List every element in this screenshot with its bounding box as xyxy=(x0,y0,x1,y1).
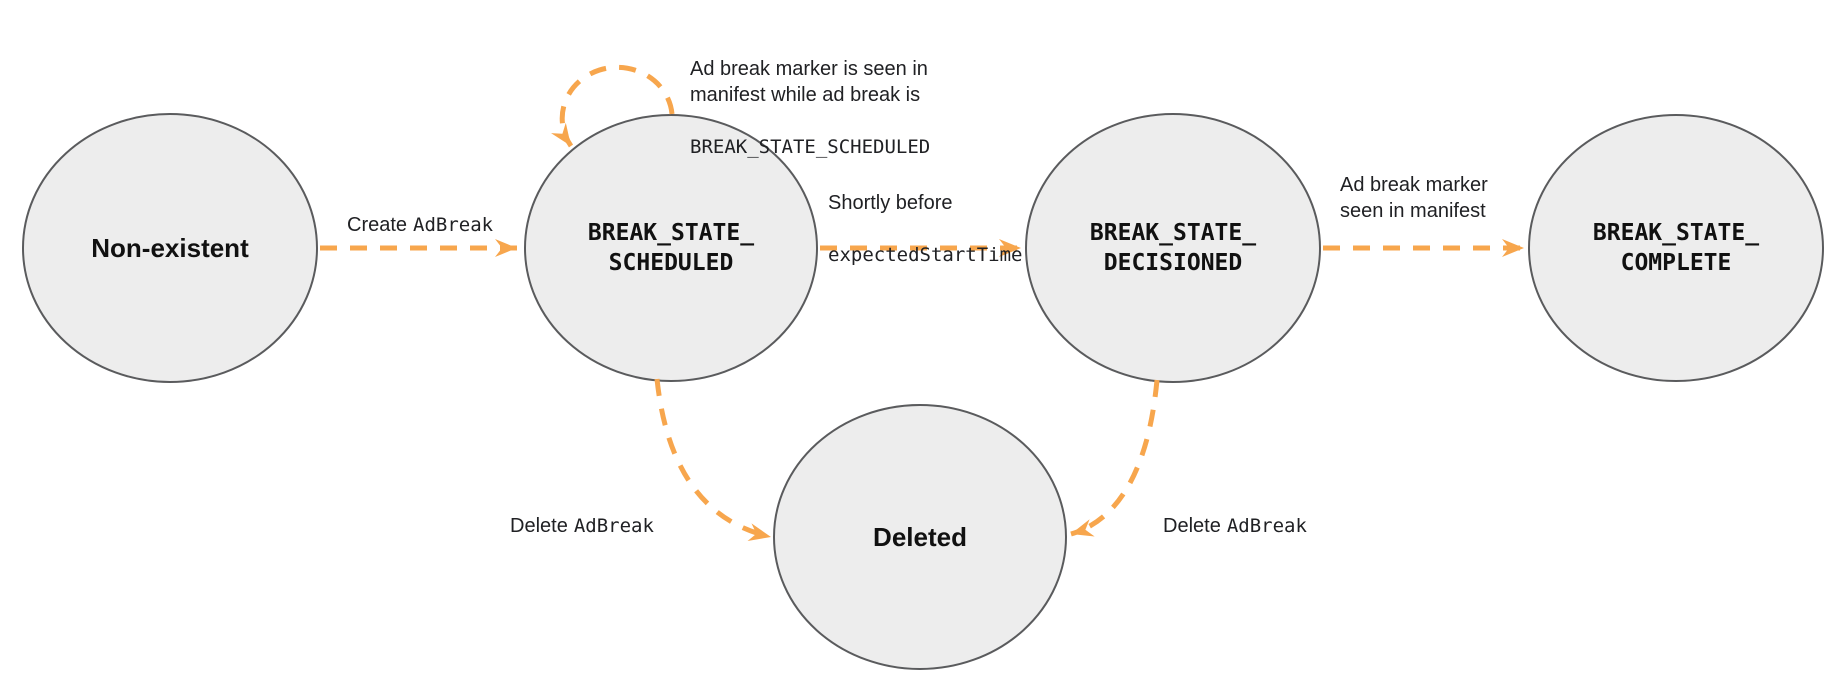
edge-label-create-text: Create xyxy=(347,214,408,236)
node-label-non-existent: Non-existent xyxy=(91,233,249,263)
node-label-decisioned: BREAK_STATE_ DECISIONED xyxy=(1089,220,1257,276)
edge-label-delete-left-code: AdBreak xyxy=(573,515,654,537)
node-label-complete: BREAK_STATE_ COMPLETE xyxy=(1592,220,1760,276)
node-non-existent-circle xyxy=(22,113,318,383)
edge-scheduled-to-deleted-arrow xyxy=(654,378,772,541)
edge-decisioned-to-deleted-arrow xyxy=(1070,379,1160,537)
node-label-scheduled: BREAK_STATE_ SCHEDULED xyxy=(587,220,755,276)
edge-label-decision-code: expectedStartTime xyxy=(828,244,1023,266)
edge-label-shortly-before: Shortly before expectedStartTime xyxy=(828,164,1022,294)
node-complete-circle xyxy=(1528,114,1824,382)
edge-label-self-loop: Ad break marker is seen in manifest whil… xyxy=(690,30,930,186)
node-deleted-circle xyxy=(773,404,1067,670)
edge-label-delete-right-code: AdBreak xyxy=(1226,515,1307,537)
edge-label-delete-right-text: Delete xyxy=(1163,515,1221,537)
node-label-deleted: Deleted xyxy=(873,522,967,552)
edge-label-marker-seen: Ad break marker seen in manifest xyxy=(1340,174,1488,222)
edge-label-self-loop-code: BREAK_STATE_SCHEDULED xyxy=(690,136,931,158)
edge-label-decision-text: Shortly before xyxy=(828,192,953,214)
edge-label-self-loop-text: Ad break marker is seen in manifest whil… xyxy=(690,58,928,106)
node-scheduled-circle xyxy=(524,114,818,382)
node-decisioned-circle xyxy=(1025,113,1321,383)
edge-label-delete-left-text: Delete xyxy=(510,515,568,537)
edge-label-create-code: AdBreak xyxy=(413,214,494,236)
edge-self-loop-arrow xyxy=(551,64,675,148)
